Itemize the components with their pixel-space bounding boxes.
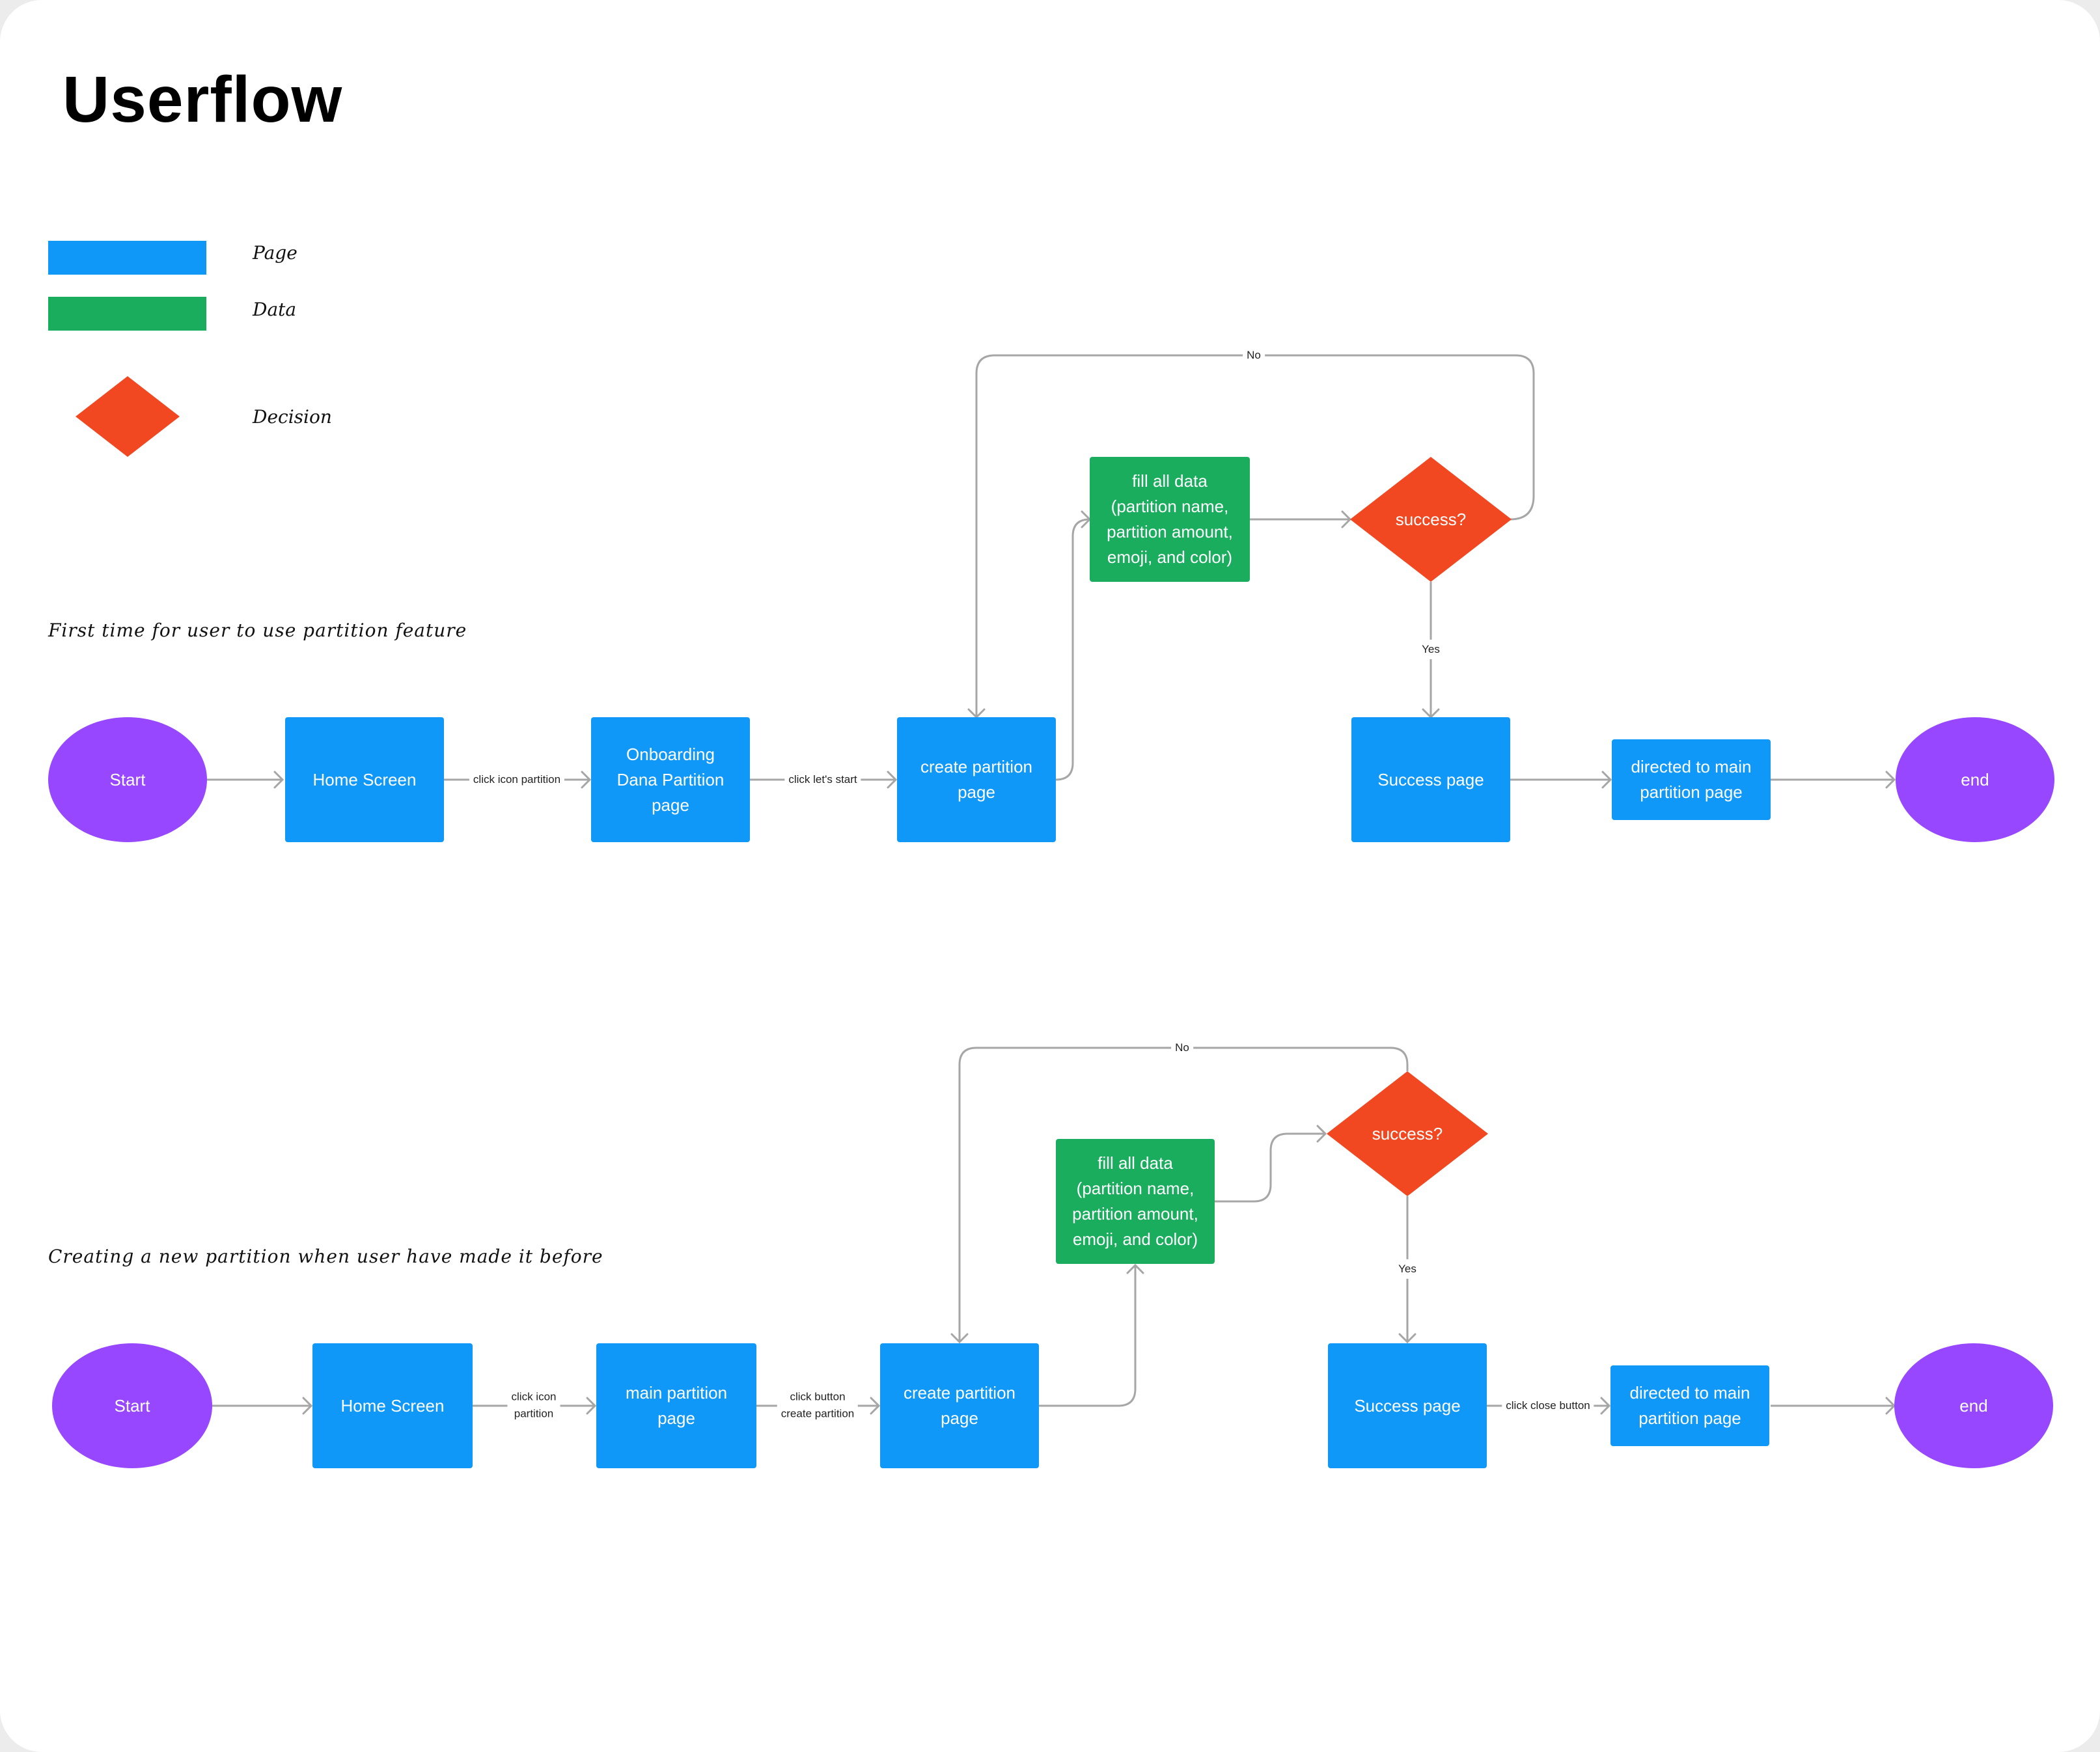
flow2-fill-data-label: fill all data (partition name, partition… [1072, 1153, 1198, 1249]
flow1-directed-label: directed to main partition page [1631, 757, 1752, 802]
flow2-fill-data-node: fill all data (partition name, partition… [1056, 1139, 1215, 1264]
flow2-success-page-node: Success page [1328, 1343, 1487, 1468]
flow2-caption: Creating a new partition when user have … [48, 1246, 603, 1267]
flow2-directed-node: directed to main partition page [1610, 1365, 1769, 1446]
flow2-create-partition-label: create partition page [904, 1383, 1015, 1428]
flow2-end-label: end [1959, 1395, 1988, 1416]
flow1-end-label: end [1961, 769, 1989, 789]
flow1-start-label: Start [109, 769, 146, 789]
page-title: Userflow [62, 63, 343, 136]
flow1-onboarding-label: Onboarding Dana Partition page [616, 744, 725, 815]
flow2-home-screen-label: Home Screen [340, 1395, 445, 1416]
flow1-end-node: end [1896, 717, 2054, 842]
flow2-home-screen-node: Home Screen [312, 1343, 473, 1468]
flow2-success-page-label: Success page [1354, 1395, 1461, 1416]
flow1-onboarding-node: Onboarding Dana Partition page [591, 717, 750, 842]
flow1-edge-label-no: No [1243, 345, 1265, 366]
flow2-decision-node: success? [1327, 1071, 1488, 1196]
legend-data-label: Data [253, 299, 297, 320]
flow1-edge-label-home: click icon partition [469, 769, 565, 790]
legend-decision-label: Decision [253, 406, 332, 428]
flow2-edge-label-success: click close button [1502, 1395, 1594, 1416]
flow1-fill-data-label: fill all data (partition name, partition… [1107, 471, 1233, 567]
legend-page-label: Page [253, 242, 297, 264]
flow2-fill-to-decision [1215, 1132, 1325, 1203]
flow1-success-page-label: Success page [1377, 769, 1484, 789]
flow2-edge-label-no: No [1171, 1037, 1193, 1058]
flow2-main-partition-node: main partition page [596, 1343, 756, 1468]
flow1-decision-diamond [1350, 457, 1512, 582]
flow2-edge-label-main: click button create partition [777, 1387, 859, 1425]
flow1-create-to-fill [1055, 518, 1090, 781]
flow2-edge-label-yes: Yes [1394, 1259, 1420, 1280]
flow2-decision-diamond [1327, 1071, 1488, 1196]
flow1-caption: First time for user to use partition fea… [48, 620, 467, 641]
flow1-edge-label-onboarding: click let's start [784, 769, 861, 790]
flow1-success-page-node: Success page [1351, 717, 1510, 842]
flow2-main-partition-label: main partition page [625, 1383, 728, 1428]
legend-page-swatch [48, 241, 206, 275]
flow1-decision-no [975, 354, 1535, 717]
flow2-directed-label: directed to main partition page [1629, 1383, 1750, 1428]
flow1-start-node: Start [48, 717, 207, 842]
flow1-directed-node: directed to main partition page [1612, 739, 1771, 820]
flow1-decision-label: success? [1395, 509, 1467, 529]
legend-data-swatch [48, 297, 206, 331]
flow2-create-partition-node: create partition page [880, 1343, 1039, 1468]
flow1-decision-node: success? [1350, 457, 1512, 582]
flow2-start-label: Start [114, 1395, 150, 1416]
flow2-decision-label: success? [1372, 1123, 1443, 1143]
flow1-home-screen-node: Home Screen [285, 717, 444, 842]
flow2-create-to-fill [1039, 1265, 1137, 1407]
flow1-edge-label-yes: Yes [1418, 639, 1444, 660]
flow2-end-node: end [1894, 1343, 2053, 1468]
flow2-start-node: Start [52, 1343, 212, 1468]
flow1-create-partition-node: create partition page [897, 717, 1056, 842]
flow1-create-partition-label: create partition page [920, 757, 1032, 802]
flow1-home-screen-label: Home Screen [312, 769, 417, 789]
flow1-fill-data-node: fill all data (partition name, partition… [1090, 457, 1250, 582]
legend-decision-diamond [76, 376, 180, 457]
flow2-edge-label-home: click icon partition [507, 1387, 560, 1425]
